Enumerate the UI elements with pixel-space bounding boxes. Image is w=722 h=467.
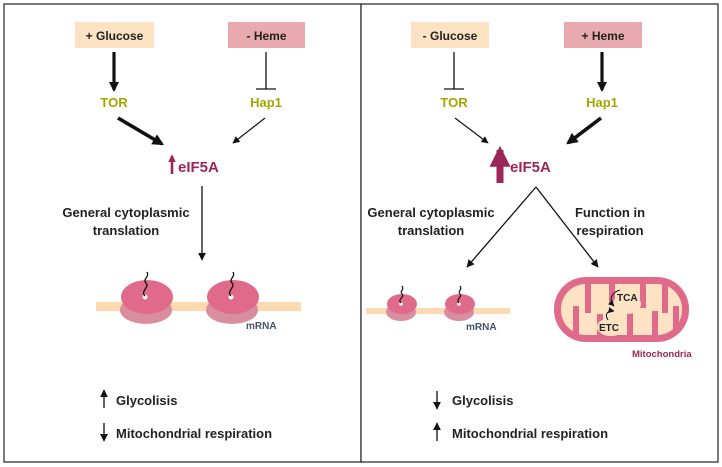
right-mrna-strand (366, 308, 510, 314)
left-heme-box (228, 22, 305, 48)
right-tor-label: TOR (440, 95, 468, 110)
left-translation-line1: General cytoplasmic (62, 205, 189, 220)
mito-caption: Mitochondria (632, 349, 692, 360)
mito-cycle-arrow-1 (608, 289, 621, 307)
left-glycolysis-label: Glycolisis (116, 393, 177, 408)
right-panel: - Glucose + Heme TOR Hap1 eIF5A General … (366, 22, 692, 441)
mito-etc-highlight (597, 318, 625, 336)
left-ribosome-2 (206, 271, 259, 324)
right-panel-frame (360, 3, 719, 463)
right-glucose-label: - Glucose (423, 29, 478, 43)
left-ribosome-1 (120, 271, 173, 324)
right-heme-box (564, 22, 642, 48)
right-heme-label: + Heme (581, 29, 624, 43)
right-ribosome-1 (386, 285, 417, 321)
right-translation-line1: General cytoplasmic (367, 205, 494, 220)
left-eif5a-label: eIF5A (178, 159, 219, 176)
right-tor-eif5a-arrow (454, 117, 489, 144)
left-tor-eif5a-arrow (117, 116, 164, 146)
left-heme-label: - Heme (246, 29, 286, 43)
left-hap1-label: Hap1 (250, 95, 282, 110)
left-mrna-label: mRNA (246, 321, 277, 332)
right-eif5a-translation-arrow (466, 186, 537, 268)
right-mrna-label: mRNA (466, 322, 497, 333)
right-ribosome-2 (444, 285, 475, 321)
right-eif5a-respiration-arrow (535, 186, 599, 268)
right-hap1-label: Hap1 (586, 95, 618, 110)
left-mrna-strand (96, 302, 301, 311)
left-glucose-label: + Glucose (86, 29, 144, 43)
right-glucose-box (411, 22, 489, 48)
mito-cycle-arrow-2 (605, 307, 615, 321)
right-glycolysis-label: Glycolisis (452, 393, 513, 408)
mito-tca-label: TCA (617, 293, 638, 304)
right-function-line1: Function in (575, 205, 645, 220)
left-respiration-label: Mitochondrial respiration (116, 426, 272, 441)
left-hap1-eif5a-arrow (232, 117, 266, 144)
right-eif5a-label: eIF5A (510, 159, 551, 176)
left-panel: + Glucose - Heme TOR Hap1 eIF5A General … (62, 22, 305, 442)
right-respiration-label: Mitochondrial respiration (452, 426, 608, 441)
right-translation-line2: translation (398, 223, 465, 238)
mito-tca-highlight (613, 294, 641, 314)
left-tor-label: TOR (100, 95, 128, 110)
left-panel-frame (3, 3, 362, 463)
right-function-line2: respiration (576, 223, 643, 238)
mito-etc-label: ETC (599, 323, 619, 334)
right-hap1-eif5a-arrow (566, 116, 603, 145)
left-glucose-box (75, 22, 154, 48)
left-translation-line2: translation (93, 223, 160, 238)
